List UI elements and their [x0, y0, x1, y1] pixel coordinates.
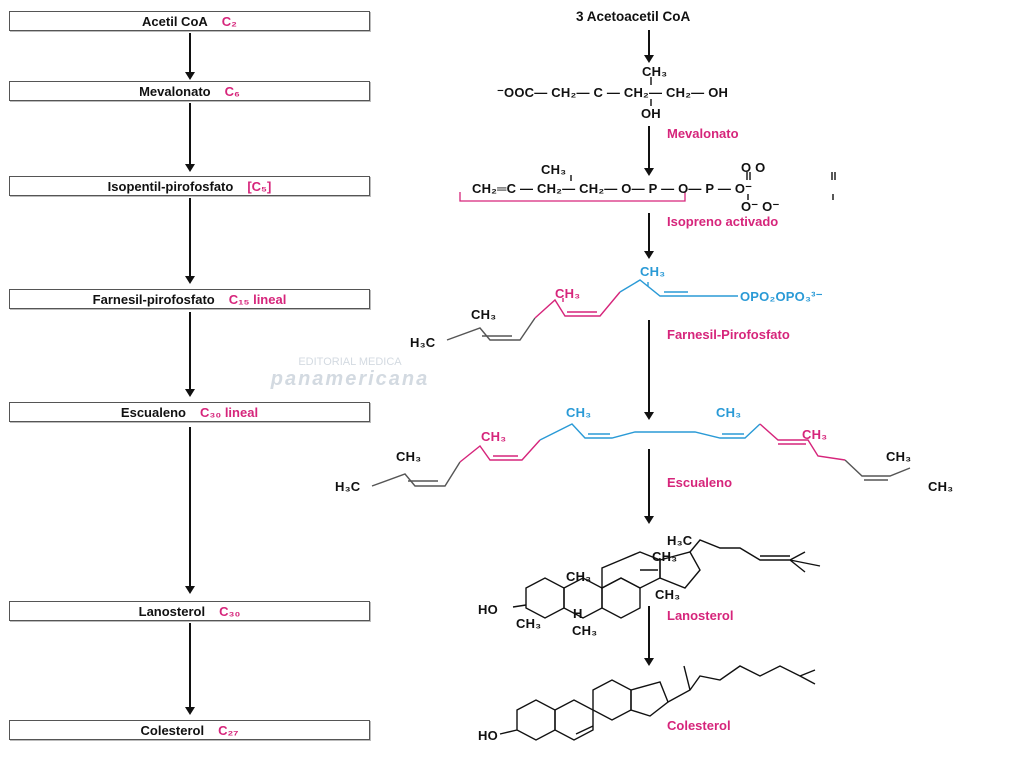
step-box-mevalonato: Mevalonato C₆: [9, 81, 370, 101]
colesterol-label: Colesterol: [667, 718, 731, 733]
isopreno-label: Isopreno activado: [667, 214, 779, 229]
lanosterol-ho: HO: [478, 602, 498, 617]
escualeno-ch3-black-1: CH₃: [396, 449, 422, 464]
colesterol-rings: [499, 665, 816, 741]
step-carbons: C₂: [221, 13, 237, 29]
isopreno-ch3: CH₃: [541, 162, 567, 177]
step-name: Colesterol: [140, 722, 205, 738]
lanosterol-rings: [512, 539, 821, 619]
step-name: Farnesil-pirofosfato: [92, 291, 215, 307]
step-carbons: C₆: [224, 83, 240, 99]
lanosterol-h: H: [573, 606, 583, 621]
step-name: Escualeno: [120, 404, 186, 420]
escualeno-label: Escualeno: [667, 475, 733, 490]
escualeno-ch3-pink-1: CH₃: [481, 429, 507, 444]
step-box-escualeno: Escualeno C₃₀ lineal: [9, 402, 370, 422]
step-carbons: C₂₇: [218, 722, 239, 738]
escualeno-h3c: H₃C: [335, 479, 361, 494]
watermark: EDITORIAL MEDICA panamericana: [205, 356, 495, 396]
step-box-lanosterol: Lanosterol C₃₀: [9, 601, 370, 621]
step-carbons: [C₅]: [247, 178, 272, 194]
escualeno-ch3-blue-2: CH₃: [716, 405, 742, 420]
isopreno-o-bottom: O⁻ O⁻: [741, 199, 780, 214]
start-label: 3 Acetoacetil CoA: [576, 9, 691, 24]
lanosterol-h3c: H₃C: [667, 533, 693, 548]
mevalonato-label: Mevalonato: [667, 126, 739, 141]
step-name: Isopentil-pirofosfato: [107, 178, 234, 194]
mevalonato-chain: ⁻OOC— CH₂— C — CH₂— CH₂— OH: [497, 85, 729, 100]
farnesil-ch3-pink: CH₃: [555, 286, 581, 301]
step-carbons: C₁₅ lineal: [228, 291, 287, 307]
lanosterol-ch3-e: CH₃: [572, 623, 598, 638]
step-carbons: C₃₀ lineal: [199, 404, 259, 420]
farnesil-ch3-black: CH₃: [471, 307, 497, 322]
step-name: Mevalonato: [139, 83, 211, 99]
colesterol-ho: HO: [478, 728, 498, 743]
farnesil-h3c: H₃C: [410, 335, 436, 350]
escualeno-ch3-black-2: CH₃: [886, 449, 912, 464]
mevalonato-ch3: CH₃: [642, 64, 668, 79]
step-carbons: C₃₀: [219, 603, 241, 619]
watermark-line2: panamericana: [270, 368, 430, 390]
farnesil-label: Farnesil-Pirofosfato: [667, 327, 790, 342]
watermark-line1: EDITORIAL MEDICA: [298, 356, 402, 368]
step-name: Acetil CoA: [142, 13, 208, 29]
lanosterol-label: Lanosterol: [667, 608, 734, 623]
lanosterol-ch3-d: CH₃: [516, 616, 542, 631]
isopreno-o-top: O O: [741, 160, 766, 175]
isopreno-chain: CH₂═C — CH₂— CH₂— O— P — O— P — O⁻: [472, 181, 753, 196]
lanosterol-ch3-b: CH₃: [566, 569, 592, 584]
escualeno-ch3-blue-1: CH₃: [566, 405, 592, 420]
step-box-acetil-coa: Acetil CoA C₂: [9, 11, 370, 31]
step-box-isopentil-pirofosfato: Isopentil-pirofosfato [C₅]: [9, 176, 370, 196]
mevalonato-oh: OH: [641, 106, 661, 121]
lanosterol-ch3-c: CH₃: [655, 587, 681, 602]
step-box-colesterol: Colesterol C₂₇: [9, 720, 370, 740]
farnesil-opo: OPO₂OPO₃³⁻: [740, 289, 823, 304]
escualeno-ch3-end: CH₃: [928, 479, 954, 494]
farnesil-ch3-blue: CH₃: [640, 264, 666, 279]
escualeno-ch3-pink-2: CH₃: [802, 427, 828, 442]
lanosterol-ch3-a: CH₃: [652, 549, 678, 564]
step-name: Lanosterol: [138, 603, 206, 619]
step-box-farnesil-pirofosfato: Farnesil-pirofosfato C₁₅ lineal: [9, 289, 370, 309]
